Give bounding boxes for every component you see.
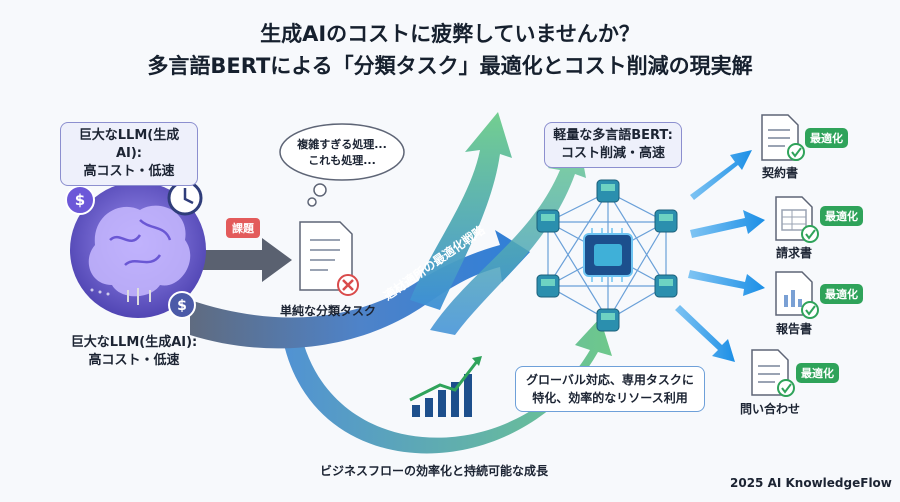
document-x-icon [299,221,359,296]
llm-brain-icon [70,182,206,318]
info-line2: 特化、効率的なリソース利用 [532,391,688,405]
document-label: 問い合わせ [739,402,800,416]
document-icons [751,114,819,397]
document-label: 請求書 [775,246,812,260]
svg-text:$: $ [75,191,85,209]
bert-label-line1: 軽量な多言語BERT: [553,128,673,143]
main-title: 生成AIのコストに疲弊していませんか？ [260,22,640,46]
optimized-badge: 最適化 [805,128,848,148]
optimized-badge: 最適化 [796,363,839,383]
thought-line2: これも処理... [308,154,376,167]
flow-caption: ビジネスフローの効率化と持続可能な成長 [320,464,549,478]
svg-text:$: $ [177,298,187,314]
optimized-badge: 最適化 [820,284,863,304]
bert-label-line2: コスト削減・高速 [560,146,665,161]
document-label: 契約書 [761,166,798,180]
info-box: グローバル対応、専用タスクに 特化、効率的なリソース利用 [515,366,705,412]
llm-top-label-line2: 高コスト・低速 [83,164,175,179]
llm-top-label-line1: 巨大なLLM(生成AI): [78,128,180,161]
upward-arrow [410,112,586,335]
llm-bottom-label: 巨大なLLM(生成AI): 高コスト・低速 [64,334,204,370]
llm-bottom-label-line1: 巨大なLLM(生成AI): [70,335,198,350]
document-label: 報告書 [775,322,812,336]
bert-network [536,179,678,332]
thought-line1: 複雑すぎる処理... [297,138,387,151]
bert-label: 軽量な多言語BERT: コスト削減・高速 [544,122,682,168]
subtitle: 多言語BERTによる「分類タスク」最適化とコスト削減の現実解 [147,54,753,78]
info-line1: グローバル対応、専用タスクに [526,373,694,387]
thought-text: 複雑すぎる処理... これも処理... [282,137,402,169]
credit: 2025 AI KnowledgeFlow [730,476,892,490]
issue-tag: 課題 [226,218,260,238]
llm-top-label: 巨大なLLM(生成AI): 高コスト・低速 [60,122,198,186]
issue-arrow [195,238,292,282]
strategy-arrow [190,230,530,349]
thought-cloud [279,123,405,207]
dollar-coin-icon: $ [168,291,196,319]
llm-bottom-label-line2: 高コスト・低速 [88,353,180,368]
growth-bar-icon [409,356,482,417]
clock-icon [167,180,203,216]
simple-task-label: 単純な分類タスク [279,304,376,318]
output-arrows [675,150,765,362]
optimized-badge: 最適化 [820,206,863,226]
growth-curve-arrow [282,318,612,454]
dollar-coin-icon: $ [65,185,95,215]
